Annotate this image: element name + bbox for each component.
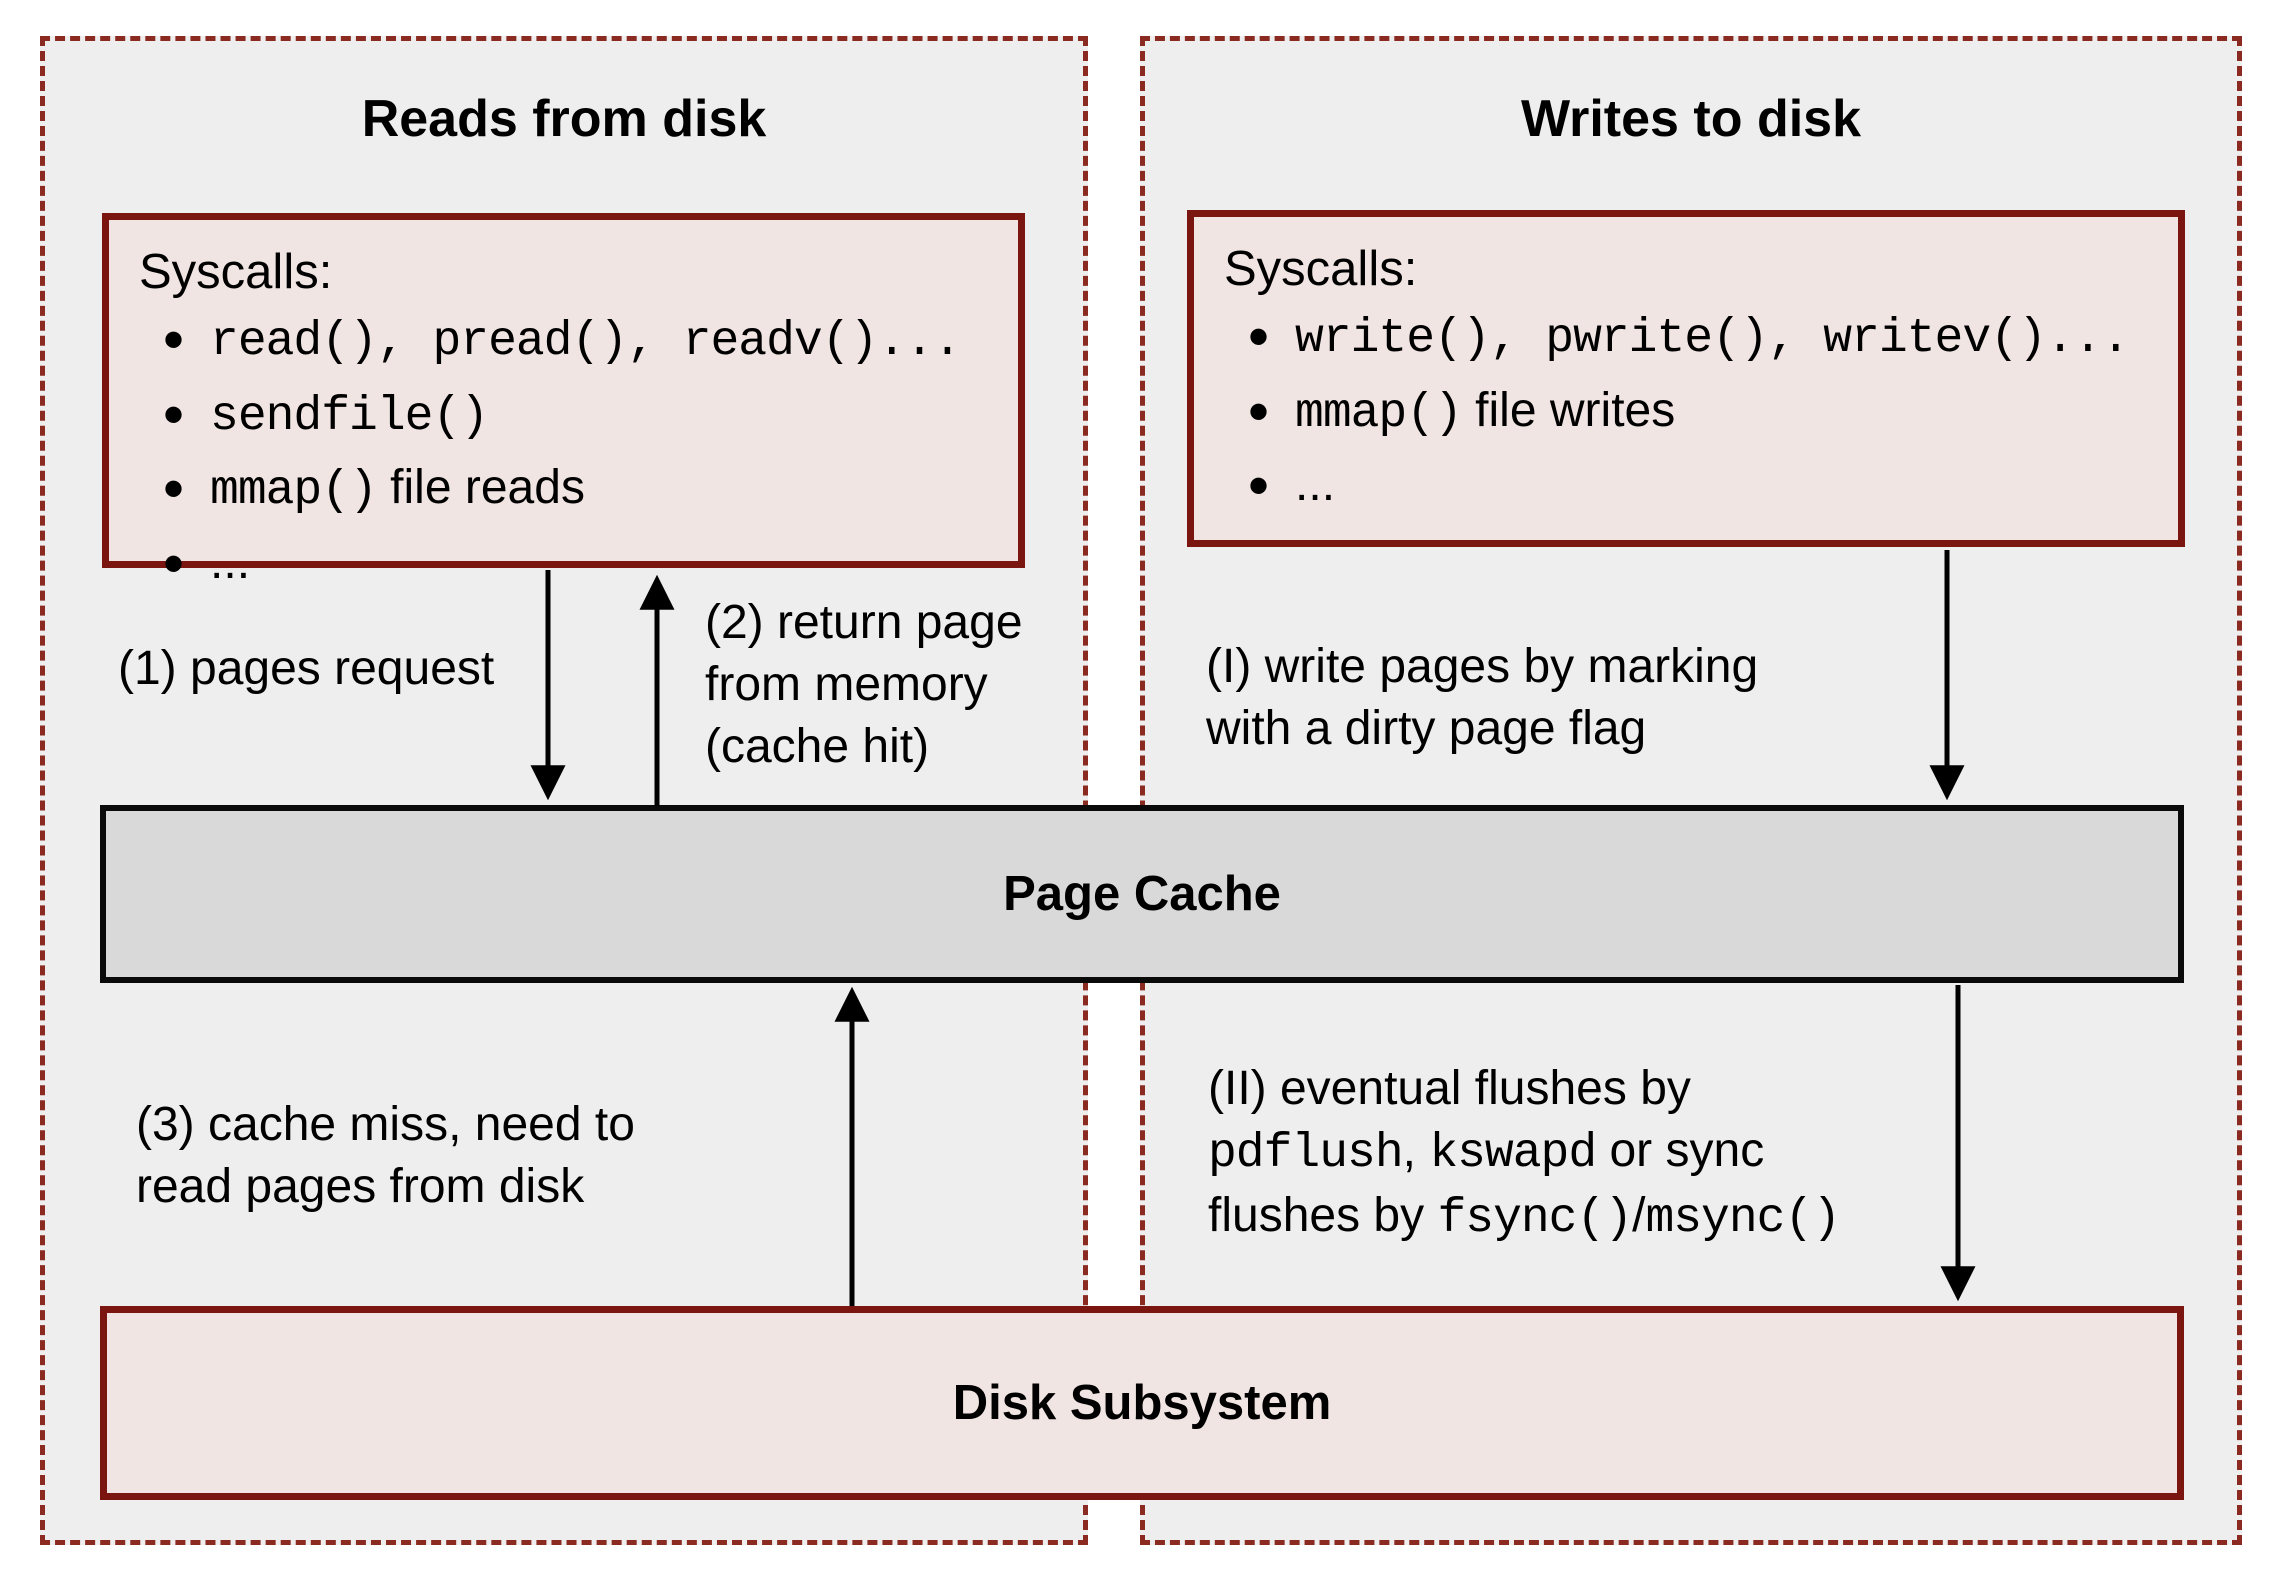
code-text: mmap() <box>210 464 378 519</box>
plain-text: (2) return page <box>705 596 1023 649</box>
plain-text: from memory <box>705 658 988 711</box>
plain-text: / <box>1632 1189 1646 1242</box>
plain-text: file writes <box>1461 383 1676 437</box>
page-cache-box: Page Cache <box>100 805 2184 983</box>
code-text: pdflush <box>1208 1127 1404 1181</box>
syscall-item: mmap() file reads <box>163 459 988 521</box>
disk-subsystem-box: Disk Subsystem <box>100 1306 2184 1500</box>
syscall-item: read(), pread(), readv()... <box>163 310 988 372</box>
plain-text: ... <box>1295 458 1336 512</box>
plain-text: ... <box>210 535 251 589</box>
annotation-cache-miss: (3) cache miss, need to read pages from d… <box>136 1094 635 1218</box>
write-syscalls-list: write(), pwrite(), writev()... mmap() fil… <box>1224 307 2148 514</box>
syscall-item: ... <box>1248 456 2148 514</box>
plain-text: (3) cache miss, need to <box>136 1098 635 1151</box>
disk-subsystem-label: Disk Subsystem <box>952 1376 1332 1430</box>
code-text: mmap() <box>1295 386 1463 441</box>
annotation-pages-request: (1) pages request <box>118 638 494 700</box>
code-text: fsync() <box>1437 1192 1633 1246</box>
plain-text: (II) eventual flushes by <box>1208 1062 1691 1115</box>
write-syscalls-box: Syscalls: write(), pwrite(), writev()...… <box>1187 210 2185 547</box>
reads-panel-title: Reads from disk <box>361 90 767 148</box>
syscall-item: ... <box>163 534 988 592</box>
code-text: sendfile() <box>210 389 489 444</box>
write-syscalls-heading: Syscalls: <box>1224 242 1418 296</box>
plain-text: with a dirty page flag <box>1206 702 1647 755</box>
read-syscalls-box: Syscalls: read(), pread(), readv()... sen… <box>102 213 1025 589</box>
plain-text: (cache hit) <box>705 720 930 773</box>
annotation-return-page-cache-hit: (2) return page from memory (cache hit) <box>705 592 1023 778</box>
plain-text: read pages from disk <box>136 1160 585 1213</box>
plain-text: (I) write pages by marking <box>1206 640 1759 693</box>
code-text: write(), pwrite(), writev()... <box>1295 312 2130 366</box>
read-syscalls-list: read(), pread(), readv()... sendfile() mma… <box>139 310 988 591</box>
plain-text: (1) pages request <box>118 642 495 695</box>
read-syscalls-heading: Syscalls: <box>139 245 333 299</box>
syscall-item: sendfile() <box>163 385 988 447</box>
writes-panel-title: Writes to disk <box>1520 90 1861 148</box>
plain-text: or sync <box>1596 1124 1765 1177</box>
syscall-item: mmap() file writes <box>1248 382 2148 444</box>
plain-text: flushes by <box>1208 1189 1438 1242</box>
annotation-write-dirty-page-flag: (I) write pages by marking with a dirty p… <box>1206 636 1758 760</box>
code-text: msync() <box>1645 1192 1841 1246</box>
code-text: kswapd <box>1429 1127 1597 1181</box>
code-text: read(), pread(), readv()... <box>210 315 962 369</box>
page-cache-label: Page Cache <box>1003 867 1281 921</box>
syscall-item: write(), pwrite(), writev()... <box>1248 307 2148 369</box>
plain-text: file reads <box>376 461 585 515</box>
plain-text: , <box>1402 1124 1430 1177</box>
